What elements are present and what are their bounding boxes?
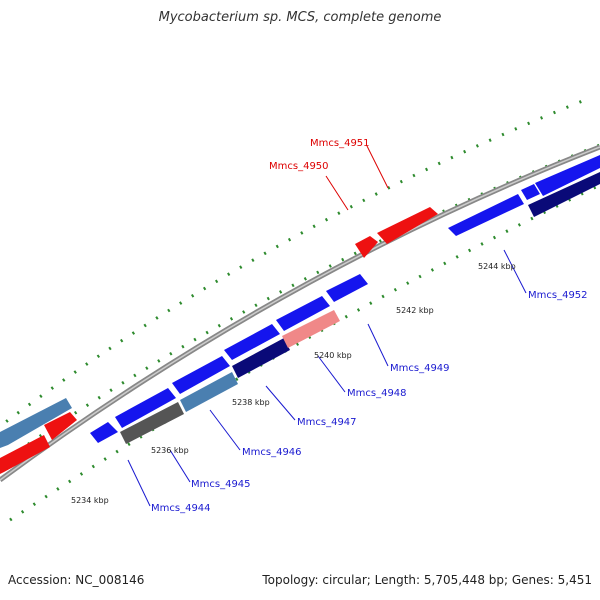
gene-4945[interactable]: [115, 388, 176, 428]
leader-4952: [503, 249, 527, 294]
gene-label-4945[interactable]: Mmcs_4945: [191, 479, 251, 490]
accession-label: Accession: NC_008146: [8, 573, 145, 587]
inner-tick-ring: [9, 183, 600, 522]
gene-4953[interactable]: [535, 155, 600, 196]
gene-label-4946[interactable]: Mmcs_4946: [242, 447, 302, 458]
gene-labels: Mmcs_4944 Mmcs_4945 Mmcs_4946 Mmcs_4947 …: [151, 138, 588, 514]
leader-4951: [366, 145, 389, 189]
tick-rings: [0, 96, 600, 522]
gene-4948[interactable]: [276, 296, 330, 331]
gene-label-4948[interactable]: Mmcs_4948: [347, 388, 407, 399]
forward-strand-genes: [0, 155, 600, 474]
gene-red-left-arrow[interactable]: [44, 412, 77, 440]
leader-lines: [127, 145, 527, 507]
leader-4945: [169, 449, 191, 483]
page-title: Mycobacterium sp. MCS, complete genome: [158, 10, 442, 25]
gene-4951[interactable]: [377, 207, 438, 244]
gene-4950[interactable]: [355, 236, 378, 258]
gene-4952-a[interactable]: [448, 194, 524, 236]
scale-label-5236: 5236 kbp: [151, 446, 189, 455]
gene-steel-inner[interactable]: [180, 372, 238, 412]
gene-4952-b[interactable]: [521, 184, 540, 200]
scale-label-5234: 5234 kbp: [71, 496, 109, 505]
gene-navy-inner[interactable]: [232, 338, 290, 378]
genome-backbone-highlight: [0, 146, 600, 481]
gene-label-4952[interactable]: Mmcs_4952: [528, 290, 588, 301]
genome-summary: Topology: circular; Length: 5,705,448 bp…: [262, 573, 592, 587]
gene-pink-inner[interactable]: [282, 310, 340, 348]
gene-label-4947[interactable]: Mmcs_4947: [297, 417, 357, 428]
gene-label-4950[interactable]: Mmcs_4950: [269, 161, 329, 172]
gene-pseudo[interactable]: [120, 402, 184, 444]
gene-steel-left[interactable]: [0, 398, 72, 448]
leader-4949: [367, 323, 389, 367]
scale-label-5240: 5240 kbp: [314, 351, 352, 360]
scale-label-5238: 5238 kbp: [232, 398, 270, 407]
gene-label-4949[interactable]: Mmcs_4949: [390, 363, 450, 374]
leader-4950: [325, 175, 349, 211]
gene-red-left[interactable]: [0, 435, 50, 474]
scale-label-5242: 5242 kbp: [396, 306, 434, 315]
leader-4946: [209, 409, 241, 451]
gene-4949[interactable]: [326, 274, 368, 302]
scale-label-5244: 5244 kbp: [478, 262, 516, 271]
gene-label-4951[interactable]: Mmcs_4951: [310, 138, 370, 149]
reverse-strand-genes: [120, 172, 600, 444]
gene-label-4944[interactable]: Mmcs_4944: [151, 503, 211, 514]
leader-4948: [317, 355, 346, 393]
leader-4944: [127, 459, 151, 507]
scale-labels: 5234 kbp 5236 kbp 5238 kbp 5240 kbp 5242…: [71, 262, 516, 505]
gene-4947[interactable]: [224, 324, 280, 360]
leader-4947: [265, 385, 296, 421]
gene-4946[interactable]: [172, 356, 230, 394]
gene-navy-right[interactable]: [528, 172, 600, 217]
gene-4944-arrow[interactable]: [90, 422, 118, 443]
